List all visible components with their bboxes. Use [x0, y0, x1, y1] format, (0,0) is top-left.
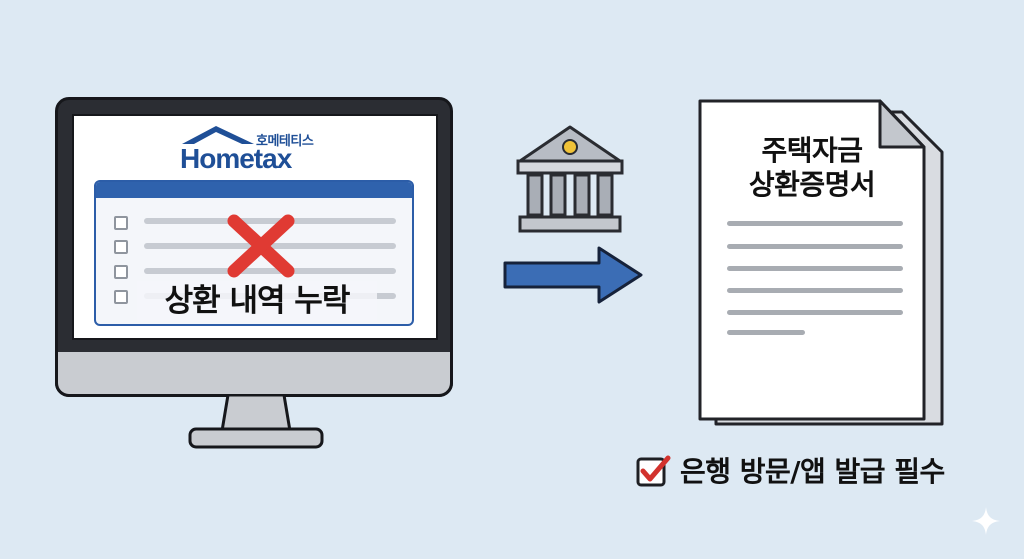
document-text-line: [727, 221, 903, 226]
checkbox-empty-icon: [114, 240, 128, 254]
checkbox-empty-icon: [114, 265, 128, 279]
document-title-line1: 주택자금: [761, 134, 863, 167]
logo-korean-text: 호메테티스: [256, 134, 314, 149]
logo-english-text: Hometax: [180, 143, 292, 174]
checkbox-checked-icon: [636, 455, 671, 487]
sparkle-icon: [972, 507, 1000, 535]
checkbox-empty-icon: [114, 290, 128, 304]
document-text-line: [727, 288, 903, 293]
red-x-icon: [227, 214, 295, 278]
checkbox-empty-icon: [114, 216, 128, 230]
window-title-bar: [96, 182, 412, 198]
document-title-line2: 상환증명서: [748, 168, 876, 201]
document-text-line: [727, 310, 903, 315]
placeholder-line: [144, 268, 396, 274]
monitor-stand: [188, 395, 324, 449]
monitor-chin: [55, 352, 453, 397]
document-text-line: [727, 330, 805, 335]
missing-records-label: 상환 내역 누락: [137, 281, 377, 321]
document-page: [698, 99, 926, 421]
house-roof-logo-icon: [182, 126, 254, 144]
document-title: 주택자금 상환증명서: [722, 134, 902, 202]
document-text-line: [727, 244, 903, 249]
arrow-right-icon: [503, 246, 643, 304]
caption-text: 은행 방문/앱 발급 필수: [680, 455, 945, 488]
placeholder-line: [144, 218, 396, 224]
document-text-line: [727, 266, 903, 271]
bank-icon: [516, 125, 624, 233]
